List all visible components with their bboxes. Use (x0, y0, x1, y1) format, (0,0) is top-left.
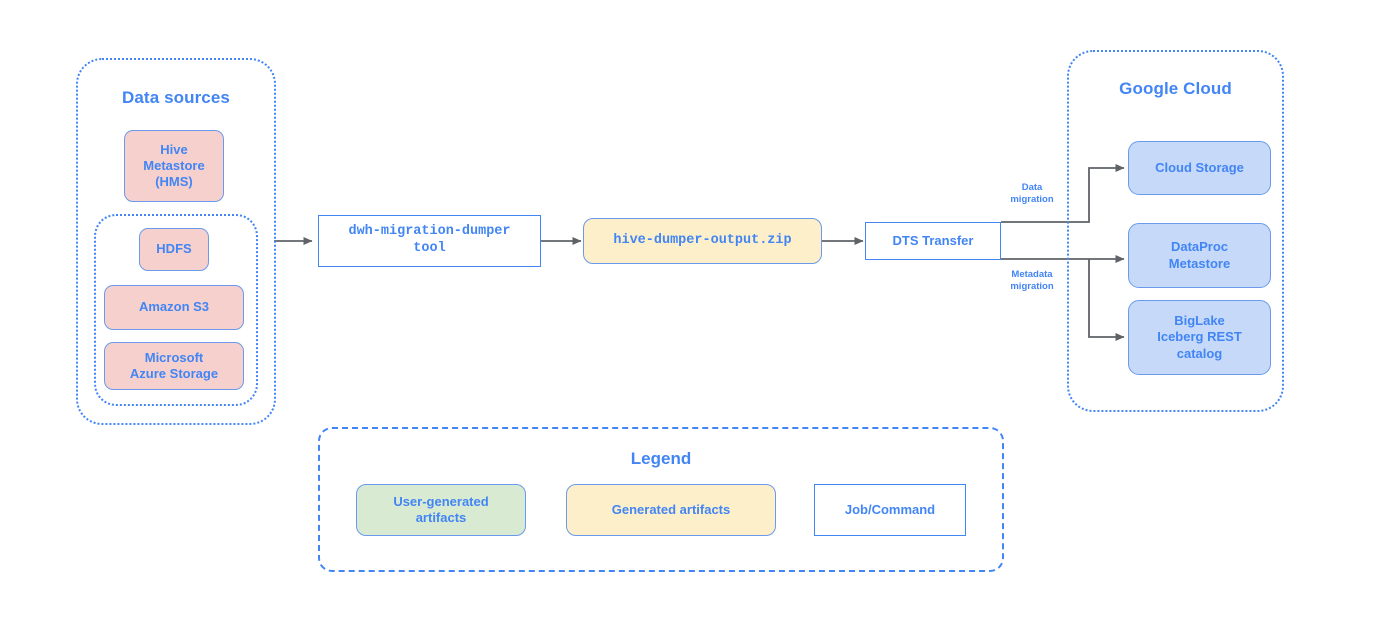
node-biglake-label: BigLake Iceberg REST catalog (1157, 313, 1242, 361)
legend-title: Legend (630, 449, 692, 468)
node-cloud-storage-label: Cloud Storage (1155, 159, 1244, 175)
node-amazon-s3[interactable]: Amazon S3 (104, 285, 244, 330)
node-dump-output-label: hive-dumper-output.zip (613, 232, 792, 248)
node-biglake-iceberg-rest-catalog[interactable]: BigLake Iceberg REST catalog (1128, 300, 1271, 375)
node-dwh-migration-dumper-tool[interactable]: dwh-migration-dumper tool (318, 215, 541, 267)
node-azure-storage[interactable]: Microsoft Azure Storage (104, 342, 244, 390)
node-azure-storage-label: Microsoft Azure Storage (129, 349, 219, 381)
node-hdfs-label: HDFS (156, 241, 192, 257)
legend-panel: Legend (318, 427, 1004, 572)
legend-item-user-generated-artifacts[interactable]: User-generated artifacts (356, 484, 526, 536)
node-dataproc-metastore-label: DataProc Metastore (1168, 239, 1231, 271)
data-sources-title: Data sources (122, 88, 230, 107)
legend-item-generated-label: Generated artifacts (611, 501, 731, 517)
legend-item-user-generated-label: User-generated artifacts (393, 493, 489, 525)
node-hive-metastore-label: Hive Metastore (HMS) (143, 141, 205, 190)
node-amazon-s3-label: Amazon S3 (138, 299, 210, 315)
legend-item-generated-artifacts[interactable]: Generated artifacts (566, 484, 776, 536)
node-dataproc-metastore[interactable]: DataProc Metastore (1128, 223, 1271, 288)
edge-label-metadata-migration: Metadata migration (1010, 269, 1054, 293)
legend-item-job-command-label: Job/Command (844, 501, 936, 517)
data-sources-group: Data sources (76, 58, 276, 425)
node-dts-transfer-label: DTS Transfer (892, 232, 974, 248)
node-cloud-storage[interactable]: Cloud Storage (1128, 141, 1271, 195)
google-cloud-title: Google Cloud (1119, 79, 1232, 98)
node-dumper-tool-label: dwh-migration-dumper tool (348, 224, 511, 256)
google-cloud-group: Google Cloud (1067, 50, 1284, 412)
node-hdfs[interactable]: HDFS (139, 228, 209, 271)
node-hive-metastore[interactable]: Hive Metastore (HMS) (124, 130, 224, 202)
edge-label-data-migration: Data migration (1010, 182, 1054, 206)
node-hive-dumper-output-zip[interactable]: hive-dumper-output.zip (583, 218, 822, 264)
legend-item-job-command[interactable]: Job/Command (814, 484, 966, 536)
node-dts-transfer[interactable]: DTS Transfer (865, 222, 1001, 260)
object-storage-group (94, 214, 258, 406)
